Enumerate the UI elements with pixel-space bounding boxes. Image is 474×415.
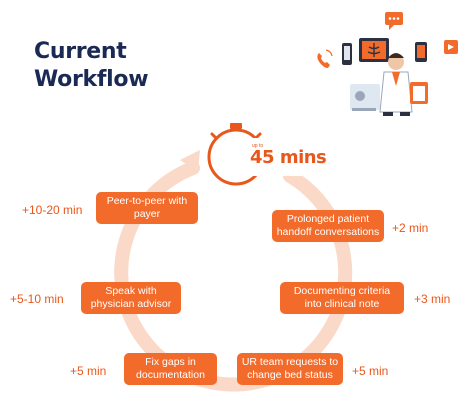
- chat-bubble-icon: [385, 12, 403, 30]
- timer-value: 45 mins: [250, 147, 327, 168]
- stopwatch-icon: [207, 123, 310, 186]
- cycle-ring: [114, 161, 353, 392]
- step-time-ur-team: +5 min: [352, 364, 389, 378]
- tablet-icon: [444, 40, 458, 54]
- step-fix-gaps: Fix gaps in documentation: [124, 353, 217, 385]
- page-title: Current Workflow: [34, 39, 149, 92]
- stethoscope-icon: [342, 43, 352, 65]
- cycle-arrowhead: [180, 150, 200, 172]
- xray-monitor-icon: [359, 38, 389, 62]
- phone-ringing-icon: [317, 49, 333, 68]
- step-time-documenting-criteria: +3 min: [414, 292, 451, 306]
- step-time-physician-advisor: +5-10 min: [10, 292, 64, 306]
- timer-caption: up to: [252, 143, 264, 149]
- step-ur-team: UR team requests to change bed status: [237, 353, 343, 385]
- step-peer-to-peer: Peer-to-peer with payer: [96, 192, 198, 224]
- step-time-fix-gaps: +5 min: [70, 364, 107, 378]
- step-time-peer-to-peer: +10-20 min: [22, 203, 83, 217]
- step-time-patient-handoff: +2 min: [392, 221, 429, 235]
- step-physician-advisor: Speak with physician advisor: [81, 282, 181, 314]
- mobile-phone-icon: [415, 42, 427, 62]
- step-documenting-criteria: Documenting criteria into clinical note: [280, 282, 404, 314]
- step-patient-handoff: Prolonged patient handoff conversations: [272, 210, 384, 242]
- clipboard-icon: [410, 82, 428, 104]
- desk-illustration: [350, 84, 380, 111]
- doctor-illustration: [379, 53, 413, 116]
